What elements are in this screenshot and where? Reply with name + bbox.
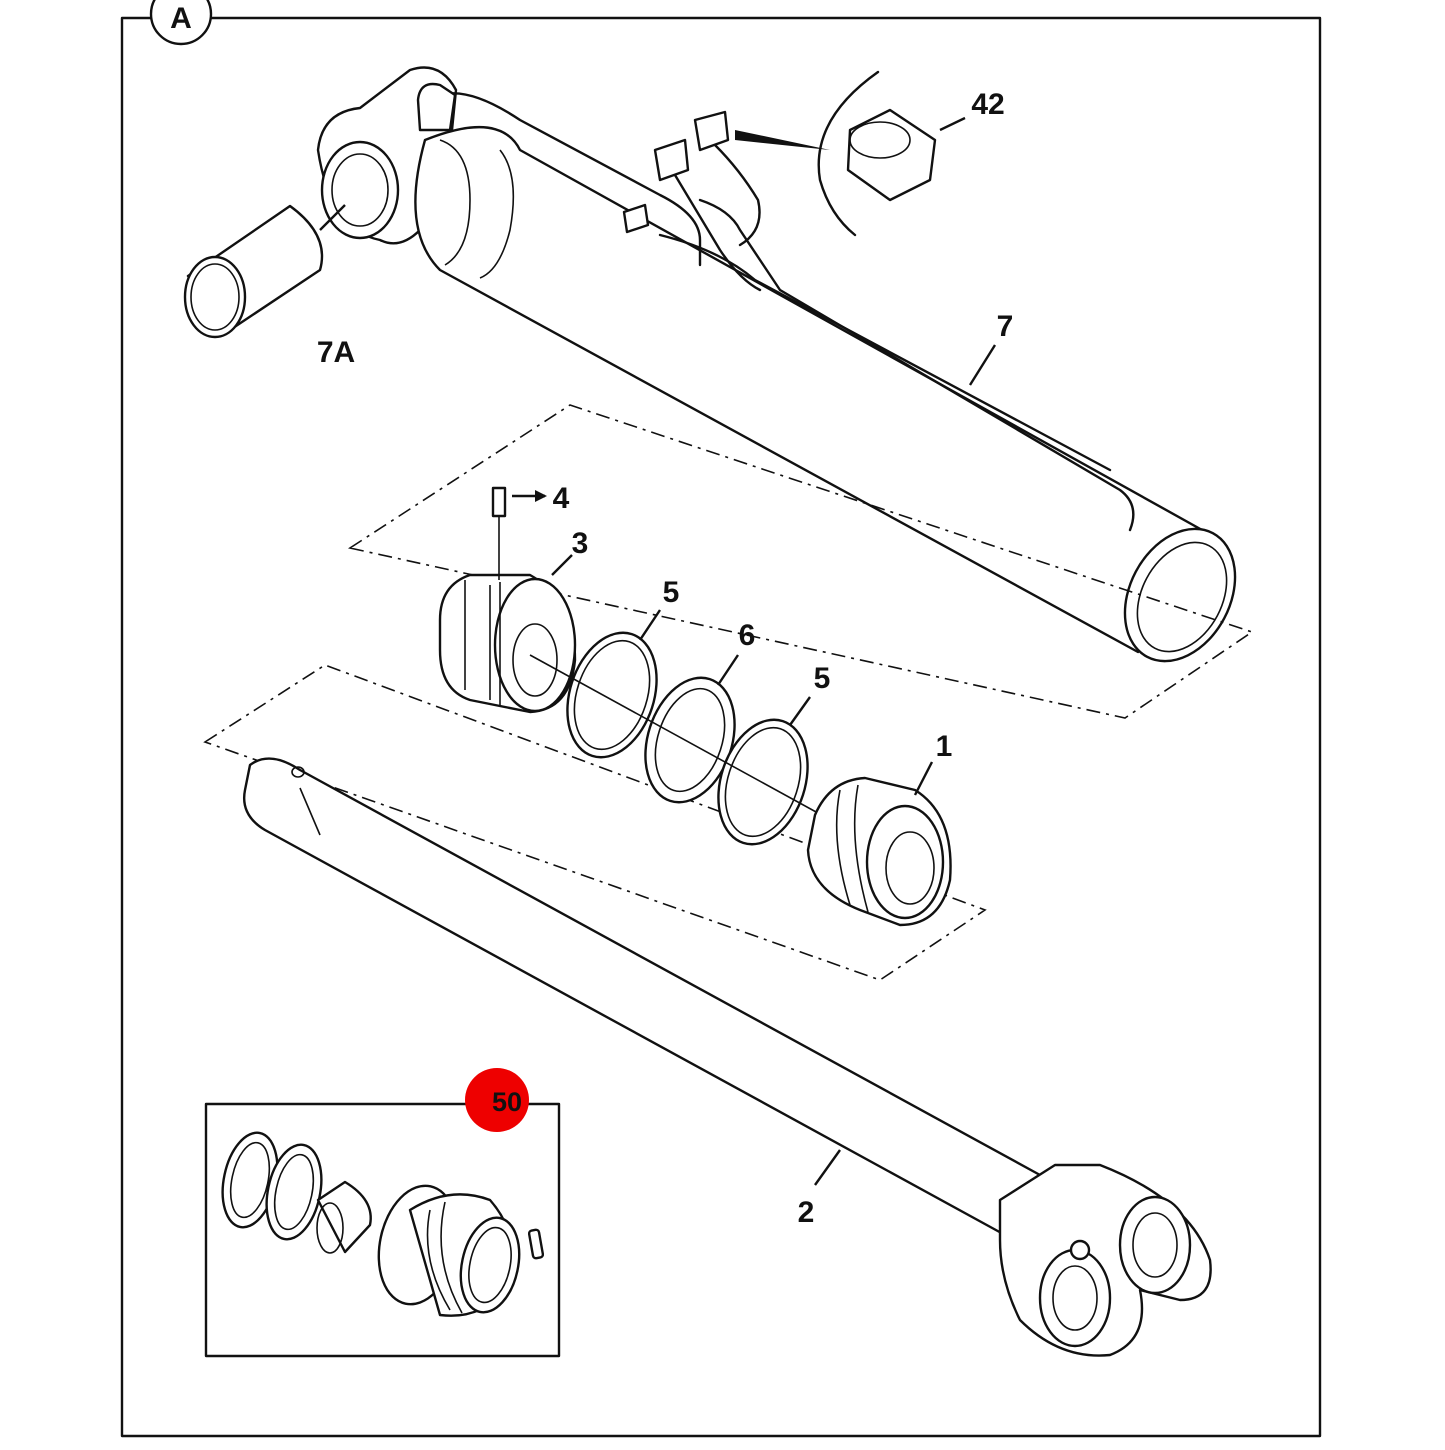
callout-2: 2 (798, 1196, 815, 1229)
leader-7 (968, 344, 997, 386)
seal-kit-box-50 (204, 1102, 561, 1358)
callout-7: 7 (997, 310, 1014, 343)
explode-box-upper (347, 404, 1254, 719)
bushing-7a (183, 204, 346, 339)
callout-5-upper: 5 (663, 576, 680, 609)
callout-4: 4 (553, 482, 570, 515)
detail-nut-42 (735, 70, 966, 237)
piston-rod-2 (243, 757, 1212, 1357)
callout-3: 3 (572, 527, 589, 560)
view-marker: A (149, 0, 213, 46)
callout-7a: 7A (317, 336, 355, 369)
piston-3 (438, 486, 577, 714)
cylinder-barrel (316, 66, 1237, 663)
callout-50: 50 (492, 1087, 522, 1117)
kit-badge (465, 1068, 529, 1132)
gland-1 (806, 761, 952, 927)
explode-box-lower (203, 664, 987, 981)
callout-42: 42 (971, 88, 1004, 121)
view-marker-label: A (170, 2, 192, 35)
callout-6: 6 (739, 619, 756, 652)
callout-5-lower: 5 (814, 662, 831, 695)
diagram-frame (120, 16, 1322, 1438)
callout-1: 1 (936, 730, 953, 763)
seal-ring-5a (566, 609, 661, 759)
